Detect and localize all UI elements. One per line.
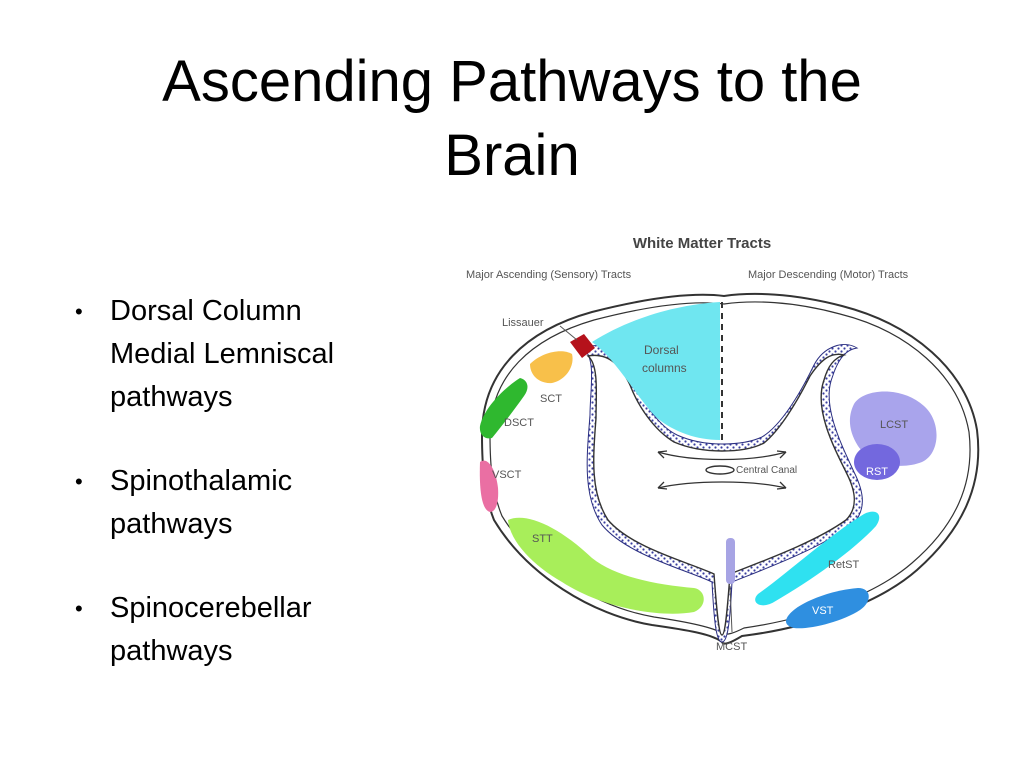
bullet-icon: •: [75, 299, 83, 324]
bullet-text: Spinothalamic: [110, 465, 293, 497]
rst-tract: [854, 444, 900, 480]
arrowhead: [776, 450, 787, 459]
lissauer-pointer: [559, 325, 578, 341]
arrowhead: [657, 450, 668, 459]
mcst-label: MCST: [716, 641, 747, 653]
slide-title: Ascending Pathways to the Brain: [0, 45, 1024, 193]
spinal-cord-diagram: White Matter Tracts Major Ascending (Sen…: [462, 230, 992, 660]
sct-label: SCT: [540, 393, 562, 405]
bullet-text: pathways: [110, 381, 233, 413]
bullet-list: • Dorsal Column Medial Lemniscal pathway…: [70, 290, 410, 714]
central-canal-label: Central Canal: [736, 465, 797, 476]
spinal-cord-svg: White Matter Tracts Major Ascending (Sen…: [466, 235, 980, 653]
vsct-label: VSCT: [492, 469, 522, 481]
mcst-pointer: [729, 585, 733, 633]
subtitle-descending: Major Descending (Motor) Tracts: [748, 269, 909, 281]
central-canal: [705, 465, 735, 475]
bullet-text: Spinocerebellar: [110, 592, 312, 624]
retst-tract: [755, 511, 880, 606]
sct-tract: [530, 351, 573, 384]
rst-label: RST: [866, 466, 888, 478]
vsct-tract: [479, 460, 499, 512]
mcst-tract: [726, 538, 735, 584]
gray-matter-inner: [586, 353, 856, 636]
retst-label: RetST: [828, 559, 859, 571]
bullet-text: Medial Lemniscal: [110, 338, 335, 370]
vst-label: VST: [812, 605, 834, 617]
diagram-title: White Matter Tracts: [633, 235, 771, 252]
bullet-text: Dorsal Column: [110, 295, 302, 327]
vst-tract: [786, 588, 869, 629]
bullet-icon: •: [75, 469, 83, 494]
dorsal-columns-label-2: columns: [642, 361, 687, 375]
dorsal-columns-tract: [592, 302, 720, 440]
dsct-tract: [479, 378, 528, 439]
bullet-item-spinocerebellar: • Spinocerebellar pathways: [70, 587, 410, 673]
commissure-arrow-lower: [657, 481, 787, 489]
lissauer-label: Lissauer: [502, 317, 544, 329]
subtitle-ascending: Major Ascending (Sensory) Tracts: [466, 269, 632, 281]
bullet-text: pathways: [110, 635, 233, 667]
bullet-text: pathways: [110, 508, 233, 540]
stt-tract: [508, 517, 704, 614]
slide-title-line1: Ascending Pathways to the: [162, 49, 862, 114]
lcst-label: LCST: [880, 419, 908, 431]
arrowhead: [776, 481, 787, 490]
commissure-arrow-upper: [657, 451, 787, 461]
slide-title-line2: Brain: [444, 123, 580, 188]
bullet-item-dorsal-column: • Dorsal Column Medial Lemniscal pathway…: [70, 290, 410, 419]
arrowhead: [657, 481, 668, 490]
dorsal-columns-label-1: Dorsal: [644, 343, 679, 357]
stt-label: STT: [532, 533, 553, 545]
bullet-icon: •: [75, 596, 83, 621]
bullet-item-spinothalamic: • Spinothalamic pathways: [70, 460, 410, 546]
dsct-label: DSCT: [504, 417, 534, 429]
